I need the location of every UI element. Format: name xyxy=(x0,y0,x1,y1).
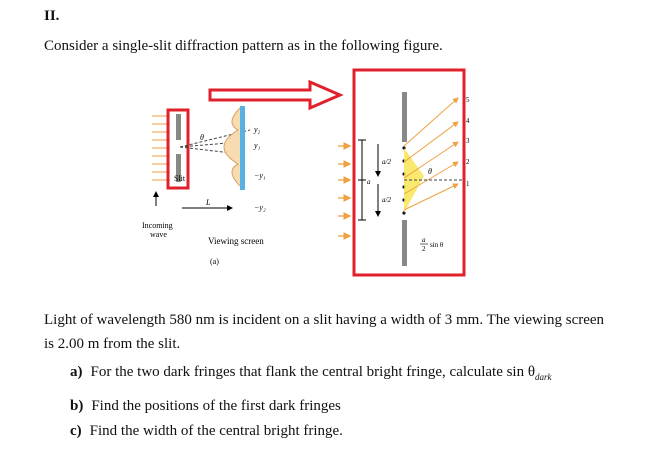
viewing-screen-label: Viewing screen xyxy=(208,236,264,246)
ray-number-5: 5 xyxy=(466,96,470,104)
ray-number-4: 4 xyxy=(466,117,470,125)
question-b-text: Find the positions of the first dark fri… xyxy=(91,398,341,414)
question-a: a) For the two dark fringes that flank th… xyxy=(70,364,552,382)
y1-label: y₁ xyxy=(253,141,261,150)
a-half-top-label: a/2 xyxy=(382,158,391,166)
neg-y2-label: −y₂ xyxy=(254,203,266,212)
question-c-label: c) xyxy=(70,423,82,439)
a-label: a xyxy=(367,178,371,186)
section-heading: II. xyxy=(44,8,60,24)
zoom-highlight-box xyxy=(352,68,466,277)
figure-sublabel: (a) xyxy=(210,257,219,266)
question-c: c) Find the width of the central bright f… xyxy=(70,423,343,440)
zoom-arrow xyxy=(208,79,344,111)
L-label: L xyxy=(205,198,211,207)
slit-highlight-box xyxy=(166,108,190,190)
question-c-text: Find the width of the central bright fri… xyxy=(89,423,343,439)
incoming-label: Incoming xyxy=(142,221,173,230)
theta-label-right: θ xyxy=(428,167,432,176)
path-diff-den: 2 xyxy=(422,245,426,253)
a-half-bottom-label: a/2 xyxy=(382,196,391,204)
figure-b-zoom: a/2 a a/2 θ a 2 sin θ 5 4 3 2 1 xyxy=(338,68,470,277)
wave-label: wave xyxy=(150,230,167,239)
question-b-label: b) xyxy=(70,398,84,414)
question-a-subscript: dark xyxy=(535,372,552,382)
viewing-screen xyxy=(240,106,245,190)
path-diff-text: sin θ xyxy=(430,241,444,249)
y2-label: y₂ xyxy=(253,125,261,134)
problem-text-line-2: is 2.00 m from the slit. xyxy=(44,336,181,352)
question-a-label: a) xyxy=(70,364,83,380)
intro-text: Consider a single-slit diffraction patte… xyxy=(44,38,443,54)
theta-label-left: θ xyxy=(200,133,204,142)
ray-number-1: 1 xyxy=(466,180,470,188)
question-a-text: For the two dark fringes that flank the … xyxy=(90,364,536,380)
path-diff-num: a xyxy=(422,236,426,244)
question-b: b) Find the positions of the first dark f… xyxy=(70,398,341,415)
ray-number-3: 3 xyxy=(466,137,470,145)
slit-label: Slit xyxy=(174,174,186,183)
neg-y1-label: −y₁ xyxy=(254,171,266,180)
diffraction-figure: Slit Incoming wave θ y₂ y₁ −y₁ −y₂ L Vie… xyxy=(142,68,470,277)
problem-text-line-1: Light of wavelength 580 nm is incident o… xyxy=(44,312,605,328)
figure-a: Slit Incoming wave θ y₂ y₁ −y₁ −y₂ L Vie… xyxy=(142,106,266,266)
ray-number-2: 2 xyxy=(466,158,470,166)
